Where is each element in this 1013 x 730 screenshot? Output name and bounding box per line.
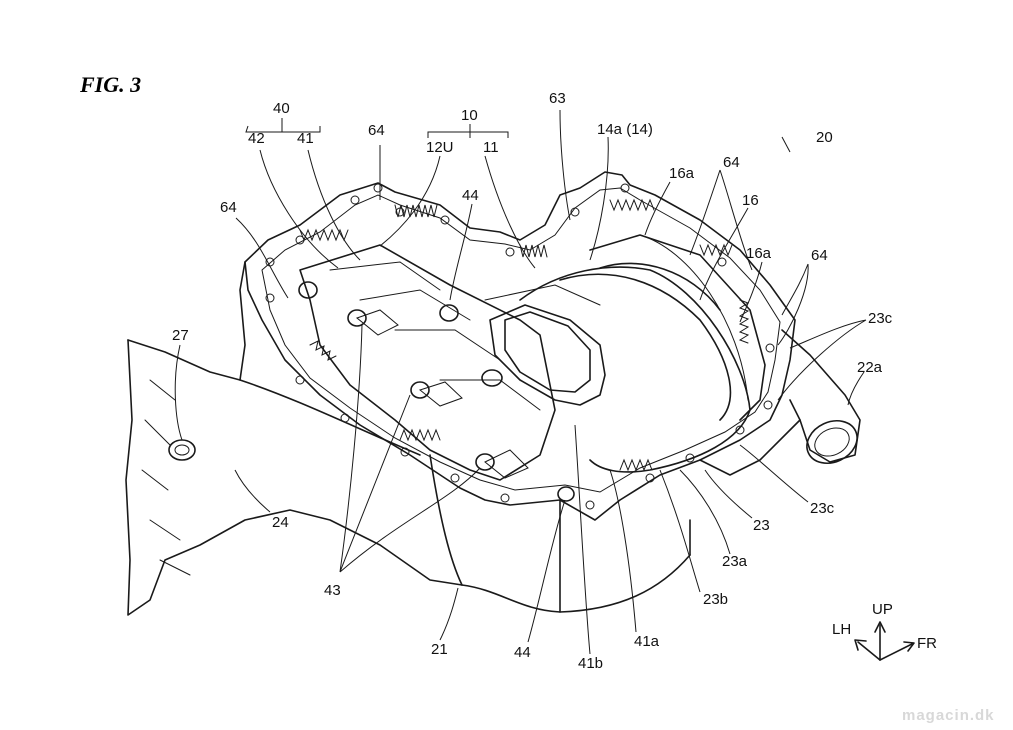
orientation-compass <box>854 621 915 661</box>
label-10: 10 <box>461 107 478 124</box>
label-43: 43 <box>324 582 341 599</box>
label-24: 24 <box>272 514 289 531</box>
label-64-far-right: 64 <box>811 247 828 264</box>
label-16: 16 <box>742 192 759 209</box>
label-23c-upper: 23c <box>868 310 893 327</box>
fr-arrow-icon <box>879 643 913 661</box>
label-12u: 12U <box>426 139 454 156</box>
label-42: 42 <box>248 130 265 147</box>
label-23a: 23a <box>722 553 748 570</box>
label-64-top: 64 <box>368 122 385 139</box>
compass-up-label: UP <box>872 601 893 618</box>
lh-arrow-icon <box>857 641 881 661</box>
label-44-top: 44 <box>462 187 479 204</box>
label-23: 23 <box>753 517 770 534</box>
label-22a: 22a <box>857 359 883 376</box>
line-art <box>125 171 861 616</box>
compass-fr-label: FR <box>917 635 937 652</box>
label-16a-right: 16a <box>746 245 772 262</box>
compass-lh-label: LH <box>832 621 851 638</box>
label-14a: 14a (14) <box>597 121 653 138</box>
label-41a: 41a <box>634 633 660 650</box>
label-21: 21 <box>431 641 448 658</box>
label-11: 11 <box>483 139 499 156</box>
figure-title: FIG. 3 <box>79 72 141 97</box>
label-16a-top: 16a <box>669 165 695 182</box>
label-40: 40 <box>273 100 290 117</box>
label-44-bottom: 44 <box>514 644 531 661</box>
label-64-left: 64 <box>220 199 237 216</box>
leader-lines <box>174 109 867 655</box>
label-20: 20 <box>816 129 833 146</box>
label-41b: 41b <box>578 655 603 672</box>
label-27: 27 <box>172 327 189 344</box>
label-63: 63 <box>549 90 566 107</box>
label-64-right: 64 <box>723 154 740 171</box>
label-41: 41 <box>297 130 314 147</box>
watermark: magacin.dk <box>902 707 995 724</box>
label-23b: 23b <box>703 591 728 608</box>
label-23c-lower: 23c <box>810 500 835 517</box>
